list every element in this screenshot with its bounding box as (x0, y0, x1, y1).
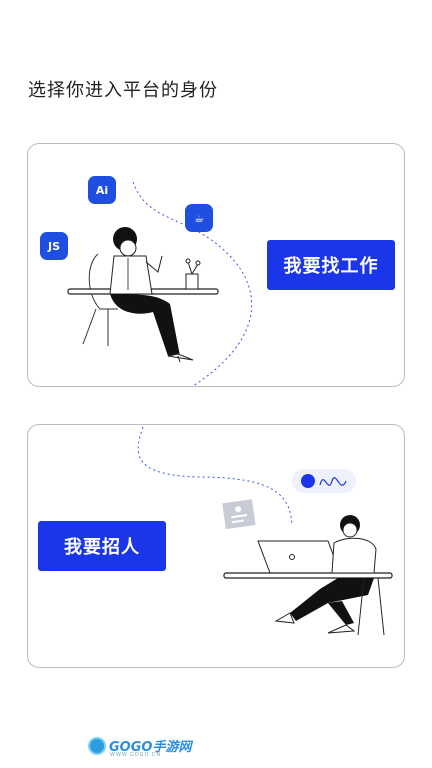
watermark-logo: GOGO手游网 WWW.GOGO.CN (88, 736, 192, 758)
watermark-text: GOGO手游网 (109, 740, 192, 755)
java-badge-icon: ☕ (185, 204, 213, 232)
page-title: 选择你进入平台的身份 (28, 80, 218, 101)
watermark-subtext: WWW.GOGO.CN (110, 752, 162, 758)
js-badge-icon: JS (40, 232, 68, 260)
employer-illustration (137, 426, 393, 636)
employer-card[interactable]: 我要招人 (27, 424, 405, 668)
job-seeker-card[interactable]: Ai JS ☕ 我要找工作 (27, 143, 405, 387)
hire-button[interactable]: 我要招人 (38, 521, 166, 571)
job-seeker-illustration (67, 181, 252, 386)
watermark-icon (88, 736, 106, 755)
find-job-button[interactable]: 我要找工作 (267, 240, 395, 290)
ai-badge-icon: Ai (88, 176, 116, 204)
